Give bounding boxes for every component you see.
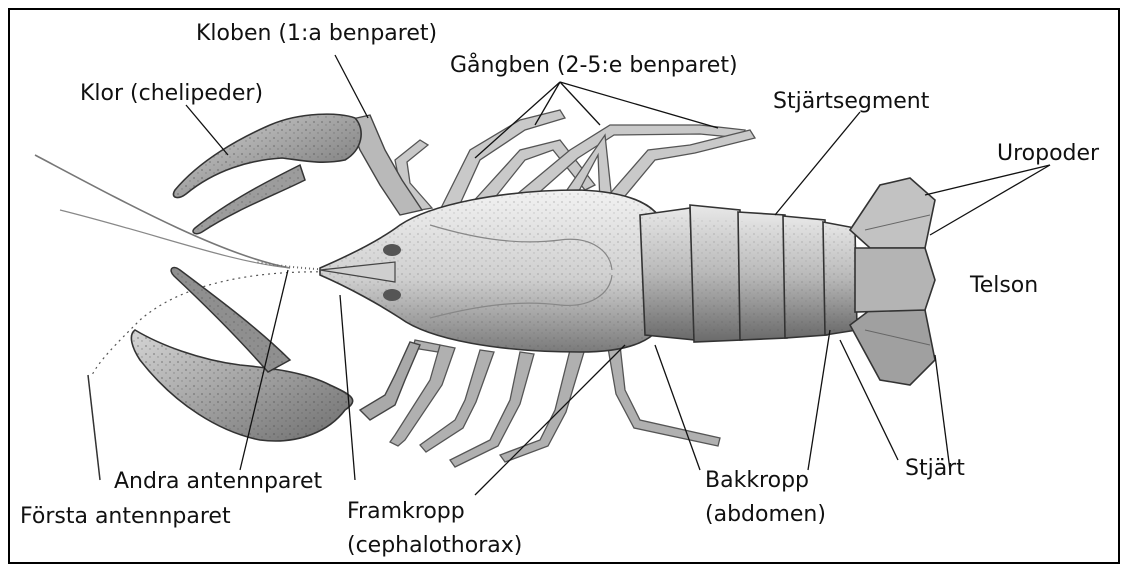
walking-legs-bottom xyxy=(390,340,720,467)
label-bakkropp-latin: (abdomen) xyxy=(705,502,826,527)
label-stjartsegment: Stjärtsegment xyxy=(773,89,930,114)
antenna-tip-line xyxy=(88,375,100,480)
label-telson: Telson xyxy=(969,273,1038,298)
label-kloben: Kloben (1:a benparet) xyxy=(196,21,437,46)
label-forsta-antennparet: Första antennparet xyxy=(20,504,231,529)
label-stjart: Stjärt xyxy=(905,456,965,481)
abdomen xyxy=(640,205,857,342)
cephalothorax xyxy=(320,190,665,352)
first-antennae xyxy=(35,155,290,268)
label-uropoder: Uropoder xyxy=(997,141,1100,166)
eye-lower xyxy=(383,289,401,301)
telson xyxy=(855,248,935,312)
tail-fan xyxy=(850,178,935,385)
label-framkropp: Framkropp xyxy=(347,499,465,524)
upper-cheliped xyxy=(173,114,422,234)
label-framkropp-latin: (cephalothorax) xyxy=(347,533,522,558)
label-klor: Klor (chelipeder) xyxy=(80,81,263,106)
label-bakkropp: Bakkropp xyxy=(705,468,809,493)
eye-upper xyxy=(383,244,401,256)
label-gangben: Gångben (2-5:e benparet) xyxy=(450,52,738,78)
label-andra-antennparet: Andra antennparet xyxy=(114,469,322,494)
